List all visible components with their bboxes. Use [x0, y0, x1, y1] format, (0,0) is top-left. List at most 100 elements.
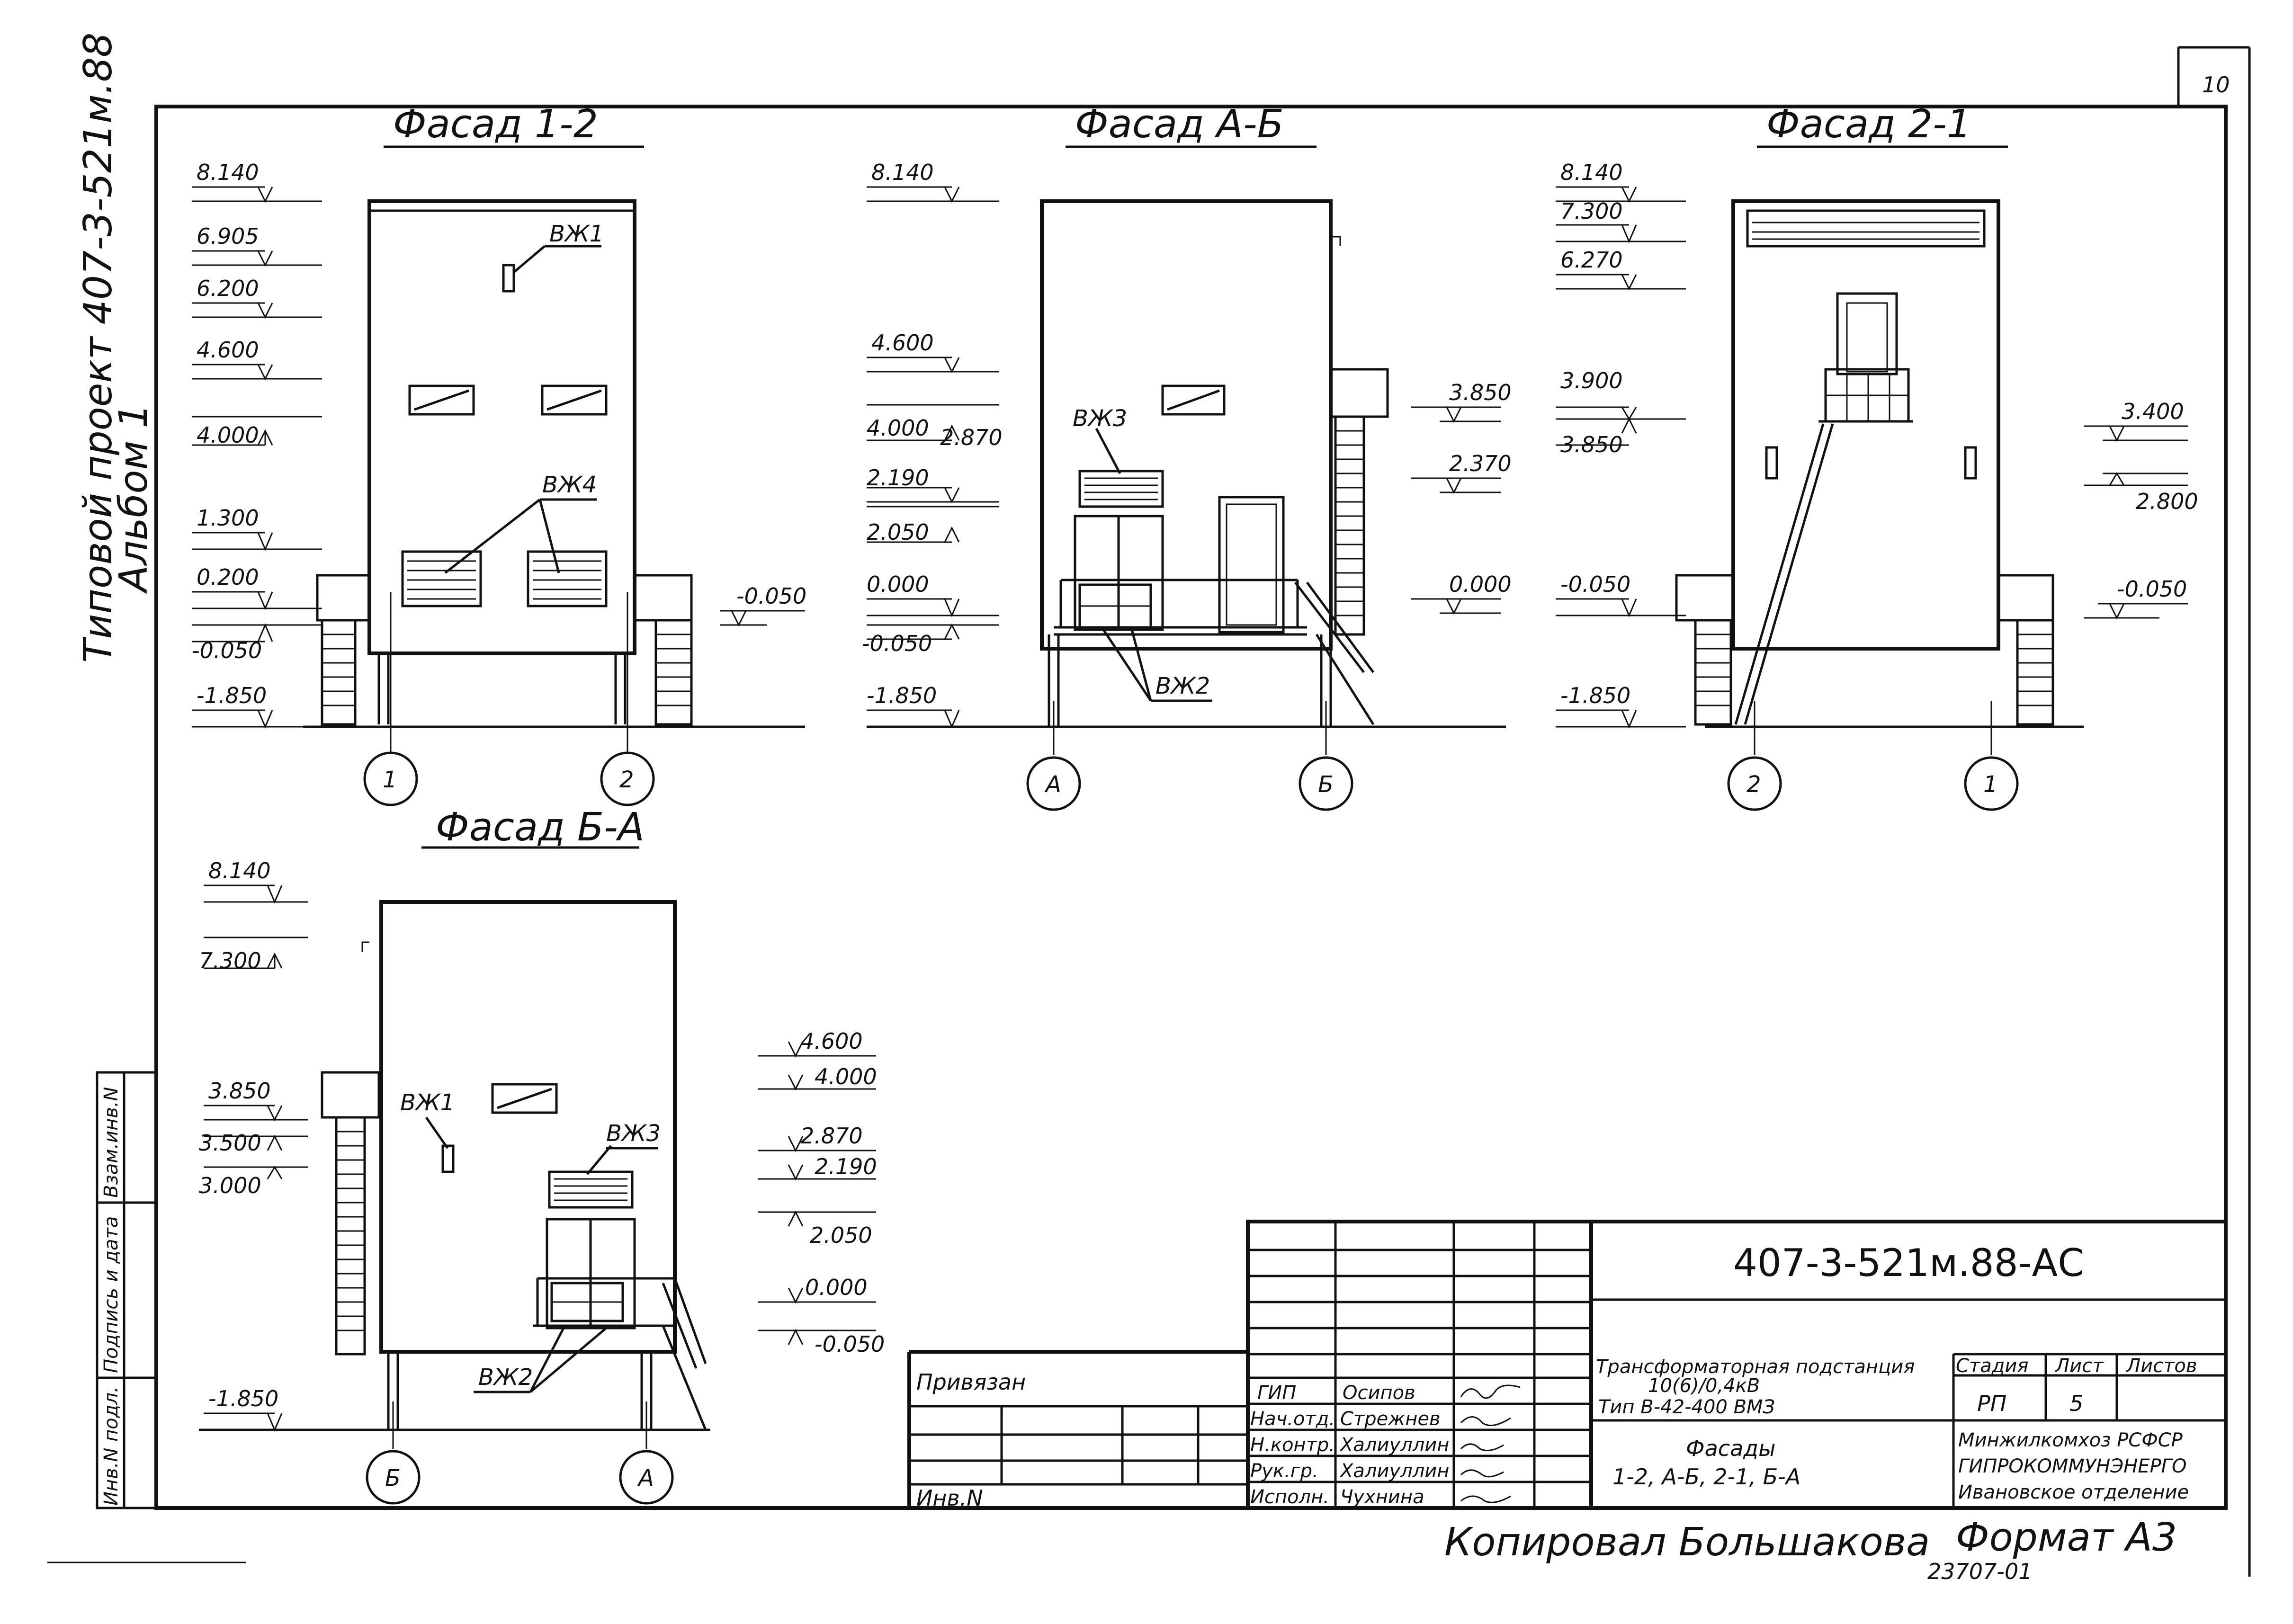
level: 2.190: [867, 465, 929, 491]
level: 4.600: [871, 330, 934, 356]
sheet-frame: [154, 105, 2228, 1510]
facade-title: Фасад 2-1: [1766, 102, 1971, 147]
level: 2.370: [1449, 451, 1512, 476]
level: 3.000: [199, 1173, 261, 1198]
org-line: Минжилкомхоз РСФСР: [1958, 1429, 2183, 1451]
mark-vzh4: ВЖ4: [542, 472, 597, 498]
svg-text:Инв.N подл.: Инв.N подл.: [100, 1386, 122, 1506]
sheet-title: Фасады: [1686, 1436, 1775, 1461]
level: 3.850: [1560, 432, 1623, 457]
level: 4.600: [197, 337, 259, 363]
axis-label: 1: [383, 767, 397, 793]
copied-by: Копировал Большакова: [1444, 1520, 1930, 1565]
inv-label: Инв.N: [916, 1485, 983, 1511]
level: -0.050: [192, 638, 262, 663]
level: 6.200: [197, 276, 259, 301]
level: 3.400: [2122, 399, 2184, 424]
title-block: Привязан Инв.N ГИП Нач.отд. Н.контр. Рук…: [907, 1220, 2228, 1511]
sheet-header: Лист: [2054, 1355, 2104, 1377]
person: Чухнина: [1340, 1486, 1424, 1508]
axis-label: А: [637, 1465, 654, 1491]
level: -0.050: [815, 1331, 885, 1357]
level: -1.850: [197, 683, 267, 708]
axis-label: Б: [385, 1465, 401, 1491]
mark-vzh2: ВЖ2: [1155, 673, 1210, 699]
level: 6.270: [1560, 247, 1623, 273]
mark-vzh1: ВЖ1: [549, 221, 604, 247]
side-stamp: Инв.N подл. Подпись и дата Взам.инв.N: [96, 1071, 158, 1509]
stage-value: РП: [1977, 1391, 2006, 1416]
level: 4.000: [815, 1064, 877, 1089]
level: 3.850: [208, 1078, 271, 1104]
facade-title: Фасад 1-2: [393, 102, 598, 147]
sheets-header: Листов: [2125, 1355, 2197, 1377]
axis-label: 2: [1747, 771, 1761, 798]
level: 6.905: [197, 223, 259, 249]
person: Осипов: [1343, 1382, 1415, 1404]
person: Халиуллин: [1339, 1460, 1449, 1482]
level: 0.200: [197, 564, 259, 590]
facade-title: Фасад А-Б: [1075, 102, 1284, 147]
level: 7.300: [1560, 198, 1623, 224]
level: 4.000: [867, 415, 929, 441]
axis-label: А: [1044, 771, 1061, 798]
mark-vzh3: ВЖ3: [1073, 405, 1127, 432]
level: 2.800: [2136, 489, 2198, 514]
level: 2.870: [800, 1123, 863, 1149]
level: 3.850: [1449, 380, 1512, 405]
org-line: ГИПРОКОММУНЭНЕРГО: [1958, 1455, 2186, 1477]
facade-title: Фасад Б-А: [436, 805, 645, 850]
privyazan-label: Привязан: [916, 1369, 1026, 1395]
level: 4.600: [800, 1028, 863, 1054]
level: 0.000: [805, 1275, 868, 1300]
role: Исполн.: [1250, 1486, 1329, 1508]
level: 7.300: [199, 948, 261, 973]
stage-header: Стадия: [1956, 1355, 2028, 1377]
axis-label: 1: [1983, 771, 1998, 798]
axis-label: Б: [1318, 771, 1334, 798]
sheet-number: 10: [2202, 72, 2230, 98]
person: Халиуллин: [1339, 1434, 1449, 1456]
level: 8.140: [208, 858, 271, 883]
role: Рук.гр.: [1250, 1460, 1318, 1482]
order-number: 23707-01: [1927, 1559, 2032, 1584]
level: 2.190: [815, 1154, 877, 1179]
signatures: [1460, 1384, 1521, 1503]
level: 3.500: [199, 1130, 261, 1156]
facade-1-2: Фасад 1-2 ВЖ4 ВЖ1: [192, 102, 806, 806]
level: -1.850: [867, 683, 937, 708]
sheet-title: 1-2, А-Б, 2-1, Б-А: [1612, 1464, 1800, 1490]
level: -0.050: [2117, 576, 2187, 602]
level: 2.050: [810, 1222, 872, 1248]
axis-label: 2: [619, 767, 634, 793]
svg-text:Взам.инв.N: Взам.инв.N: [100, 1087, 122, 1198]
level: -1.850: [208, 1386, 278, 1411]
role: Нач.отд.: [1250, 1408, 1335, 1430]
org-line: Ивановское отделение: [1958, 1481, 2189, 1503]
object-line: Трансформаторная подстанция: [1596, 1356, 1915, 1378]
role: ГИП: [1257, 1382, 1296, 1404]
object-line: Тип В-42-400 ВМЗ: [1598, 1396, 1775, 1418]
level: 4.000: [197, 422, 259, 448]
level: 3.900: [1560, 368, 1623, 393]
drawing-code: 407-3-521м.88-АС: [1733, 1241, 2084, 1285]
level: 2.870: [940, 425, 1003, 450]
side-project-title: Типовой проект 407-3-521м.88: [76, 33, 121, 663]
side-album: Альбом 1: [111, 403, 156, 594]
person: Стрежнев: [1340, 1408, 1441, 1430]
level: 2.050: [867, 519, 929, 545]
level: 8.140: [871, 160, 934, 185]
role: Н.контр.: [1250, 1434, 1335, 1456]
svg-text:Типовой проект 407-3-521м.88: Типовой проект 407-3-521м.88: [76, 33, 121, 663]
mark-vzh2: ВЖ2: [478, 1364, 533, 1391]
level: -0.050: [862, 631, 932, 656]
level: 0.000: [1449, 571, 1512, 597]
facade-2-1: Фасад 2-1 2 1 8.140: [1556, 102, 2198, 811]
format-label: Формат А3: [1956, 1515, 2177, 1560]
mark-vzh1: ВЖ1: [400, 1089, 455, 1116]
facade-a-b: Фасад А-Б ВЖ3 ВЖ2: [862, 102, 1512, 811]
svg-text:Подпись и дата: Подпись и дата: [100, 1216, 122, 1373]
level: -0.050: [1560, 571, 1630, 597]
object-line: 10(6)/0,4кВ: [1648, 1375, 1760, 1397]
